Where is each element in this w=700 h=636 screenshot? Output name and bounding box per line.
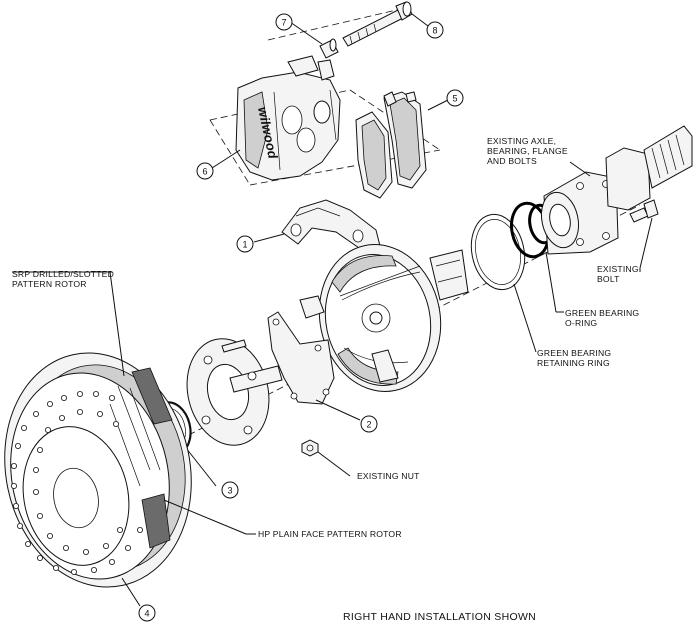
hub-adapter-plate — [267, 311, 335, 405]
callout-6-text: 6 — [202, 167, 207, 177]
label-existing-nut: EXISTING NUT — [357, 471, 420, 481]
callout-5: 5 — [446, 89, 464, 107]
label-green-ring-line2: RETAINING RING — [537, 358, 610, 368]
callout-8-text: 8 — [432, 26, 437, 36]
callout-7-text: 7 — [281, 18, 286, 28]
callout-2: 2 — [360, 415, 378, 433]
rotor-drill-holes — [10, 390, 143, 576]
caliper-bolt — [342, 1, 413, 47]
existing-axle-assembly — [540, 125, 693, 255]
callout-1: 1 — [236, 235, 254, 253]
leader-retaining-ring — [513, 283, 537, 353]
brake-rotor — [4, 352, 192, 588]
label-existing-axle-line2: BEARING, FLANGE — [487, 146, 568, 156]
leader-hp-rotor — [163, 499, 247, 535]
label-green-ring-line1: GREEN BEARING — [537, 348, 611, 358]
leader-existing-bolt — [639, 217, 653, 269]
bolt-axis-line — [267, 7, 406, 41]
existing-nut — [301, 439, 319, 457]
caliper-body: wilwood — [235, 55, 341, 181]
parking-brake-assembly — [299, 244, 469, 392]
callout-7: 7 — [275, 13, 293, 31]
leader-8 — [411, 13, 429, 27]
callout-3: 3 — [221, 481, 239, 499]
existing-bolt — [629, 199, 659, 223]
label-existing-bolt-line2: BOLT — [597, 274, 620, 284]
leader-5 — [427, 99, 449, 111]
callout-1-text: 1 — [242, 240, 247, 250]
callout-8: 8 — [426, 21, 444, 39]
callout-3-text: 3 — [227, 486, 232, 496]
bolt-sleeve — [319, 38, 339, 59]
caliper-guide-line-left — [209, 119, 251, 186]
callout-5-text: 5 — [452, 94, 457, 104]
caliper-bracket — [281, 199, 381, 251]
leader-7 — [289, 21, 323, 45]
callout-4-text: 4 — [144, 609, 149, 619]
label-existing-axle-line3: AND BOLTS — [487, 156, 537, 166]
leader-6 — [211, 149, 241, 169]
label-srp-rotor-line1: SRP DRILLED/SLOTTED — [12, 269, 114, 279]
label-existing-bolt-line1: EXISTING — [597, 264, 639, 274]
label-existing-axle-line1: EXISTING AXLE, — [487, 136, 556, 146]
hub-spacer — [186, 338, 283, 446]
leader-4 — [121, 577, 141, 607]
leader-3 — [185, 447, 217, 487]
leader-existing-nut — [317, 451, 351, 477]
footer-caption: RIGHT HAND INSTALLATION SHOWN — [343, 611, 536, 623]
callout-2-text: 2 — [366, 420, 371, 430]
caliper-guide-line-right — [349, 89, 441, 151]
label-green-oring-line2: O-RING — [565, 318, 597, 328]
leader-oring — [545, 251, 557, 313]
label-hp-rotor: HP PLAIN FACE PATTERN ROTOR — [258, 529, 402, 539]
leader-2 — [315, 399, 361, 421]
brake-pads — [355, 91, 427, 199]
leader-srp-rotor — [109, 271, 125, 377]
callout-4: 4 — [138, 604, 156, 622]
label-green-oring-line1: GREEN BEARING — [565, 308, 639, 318]
callout-6: 6 — [196, 162, 214, 180]
label-srp-rotor-line2: PATTERN ROTOR — [12, 279, 87, 289]
leader-1 — [253, 233, 285, 243]
leader-existing-axle — [569, 161, 591, 177]
